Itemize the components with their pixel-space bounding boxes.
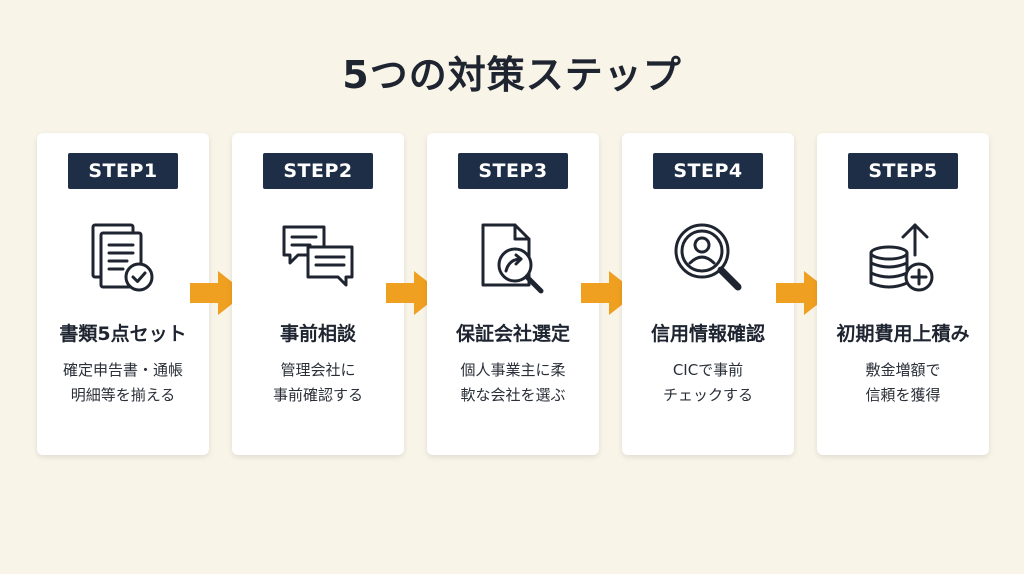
step-title: 初期費用上積み — [836, 323, 970, 345]
step-badge: STEP2 — [263, 153, 373, 189]
step-description: 確定申告書・通帳 明細等を揃える — [62, 361, 183, 404]
step-badge: STEP1 — [68, 153, 178, 189]
step-card-5: STEP5 初期費用上積み 敷金増額で 信頼を獲得 — [817, 133, 989, 455]
step-description: 個人事業主に柔 軟な会社を選ぶ — [460, 361, 566, 404]
step-badge: STEP4 — [653, 153, 763, 189]
step-card-3: STEP3 保証会社選定 個人事業主に柔 軟な会社を選ぶ — [427, 133, 599, 455]
chat-bubbles-icon — [282, 225, 354, 287]
step-badge: STEP3 — [458, 153, 568, 189]
person-search-icon — [674, 223, 742, 291]
page-title: 5つの対策ステップ — [342, 53, 682, 97]
documents-check-icon — [91, 223, 154, 292]
step-title: 信用情報確認 — [650, 323, 765, 345]
step-title: 保証会社選定 — [455, 323, 570, 345]
step-description: 管理会社に 事前確認する — [272, 361, 363, 404]
step-card-4: STEP4 信用情報確認 CICで事前 チェックする — [622, 133, 794, 455]
coins-plus-arrow-icon — [869, 223, 934, 292]
step-badge: STEP5 — [848, 153, 958, 189]
step-description: 敷金増額で 信頼を獲得 — [865, 361, 941, 404]
document-search-icon — [481, 223, 544, 294]
step-description: CICで事前 チェックする — [662, 361, 753, 404]
step-card-1: STEP1 書類5点セット 確定申告書・通帳 明細等を揃える — [37, 133, 209, 455]
step-card-2: STEP2 事前相談 管理会社に 事前確認する — [232, 133, 404, 455]
step-title: 書類5点セット — [59, 323, 187, 345]
step-title: 事前相談 — [279, 323, 356, 345]
